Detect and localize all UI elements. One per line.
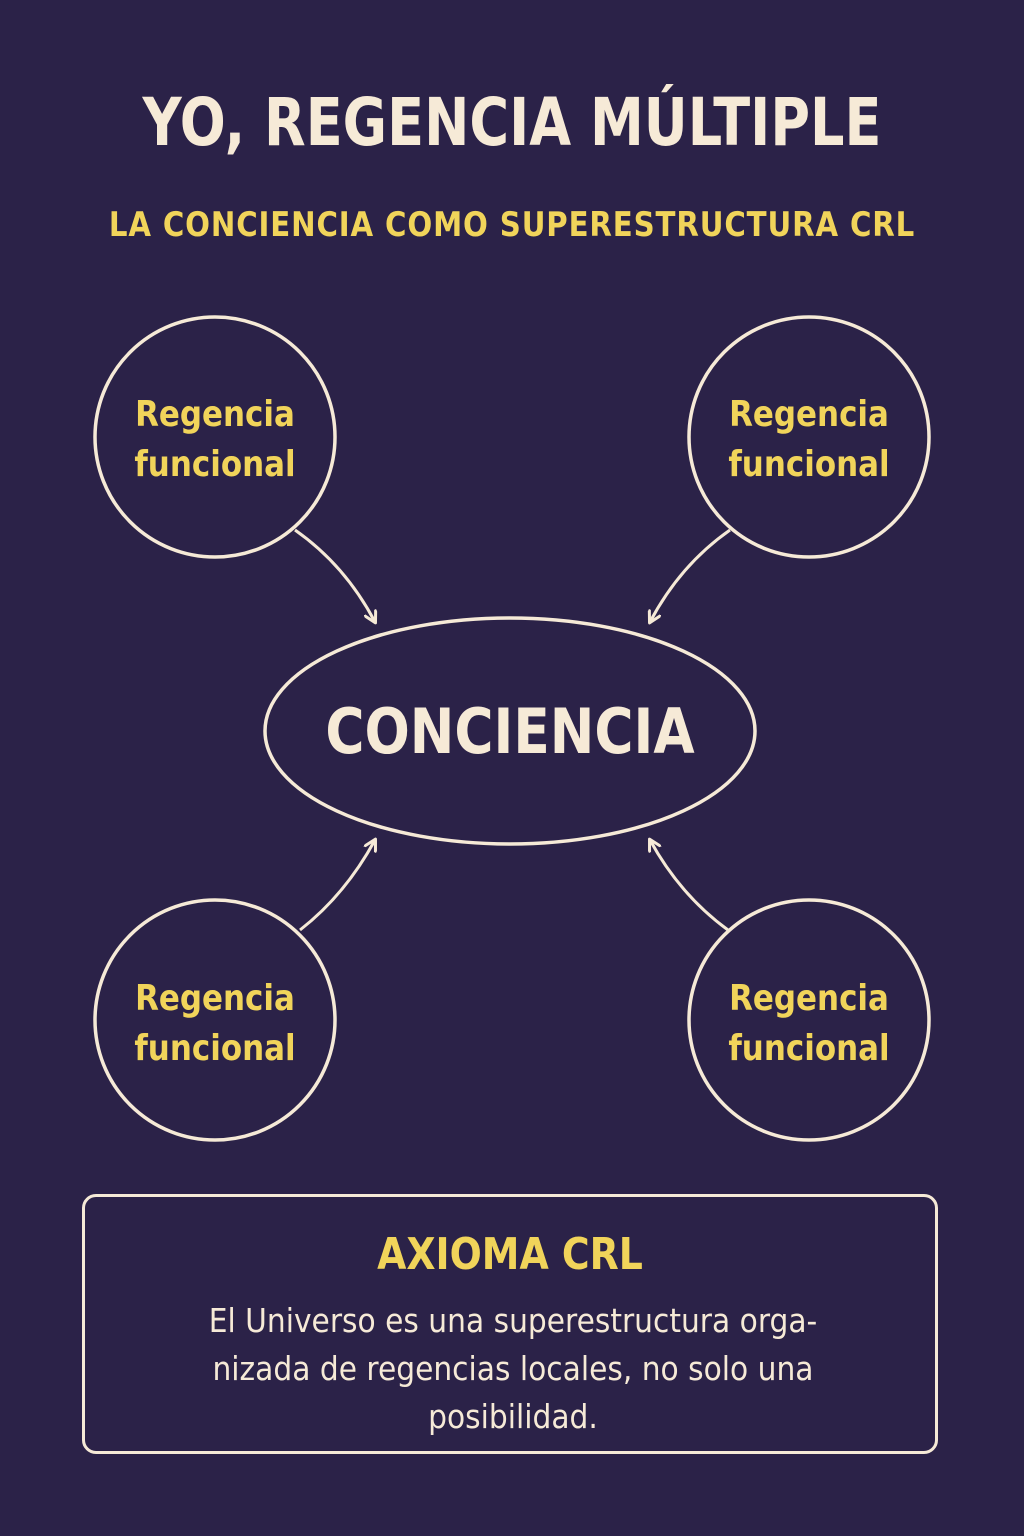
node-bottom-left-line1: Regencia — [135, 977, 295, 1019]
arrow-top-left — [294, 528, 375, 622]
axiom-text: El Universo es una superestructura orga-… — [208, 1301, 818, 1436]
node-top-right — [687, 315, 931, 559]
node-bottom-right-line1: Regencia — [729, 977, 889, 1019]
arrow-top-right — [650, 528, 731, 622]
node-top-left-line1: Regencia — [135, 393, 295, 435]
node-bottom-left-line2: funcional — [134, 1027, 295, 1069]
node-top-left — [93, 315, 337, 559]
node-bottom-right-line2: funcional — [728, 1027, 889, 1069]
axiom-box: AXIOMA CRL El Universo es una superestru… — [82, 1194, 938, 1454]
node-top-left-line2: funcional — [134, 443, 295, 485]
arrow-bottom-left — [299, 840, 375, 932]
arrow-bottom-right — [650, 840, 729, 932]
center-node — [263, 616, 757, 846]
node-top-right-line1: Regencia — [729, 393, 889, 435]
node-bottom-left — [93, 898, 337, 1142]
page-title: YO, REGENCIA MÚLTIPLE — [142, 84, 882, 161]
node-top-right-line2: funcional — [728, 443, 889, 485]
center-label: CONCIENCIA — [325, 695, 695, 768]
node-bottom-right — [687, 898, 931, 1142]
page-subtitle: LA CONCIENCIA COMO SUPERESTRUCTURA CRL — [108, 205, 916, 245]
axiom-title: AXIOMA CRL — [377, 1229, 643, 1280]
